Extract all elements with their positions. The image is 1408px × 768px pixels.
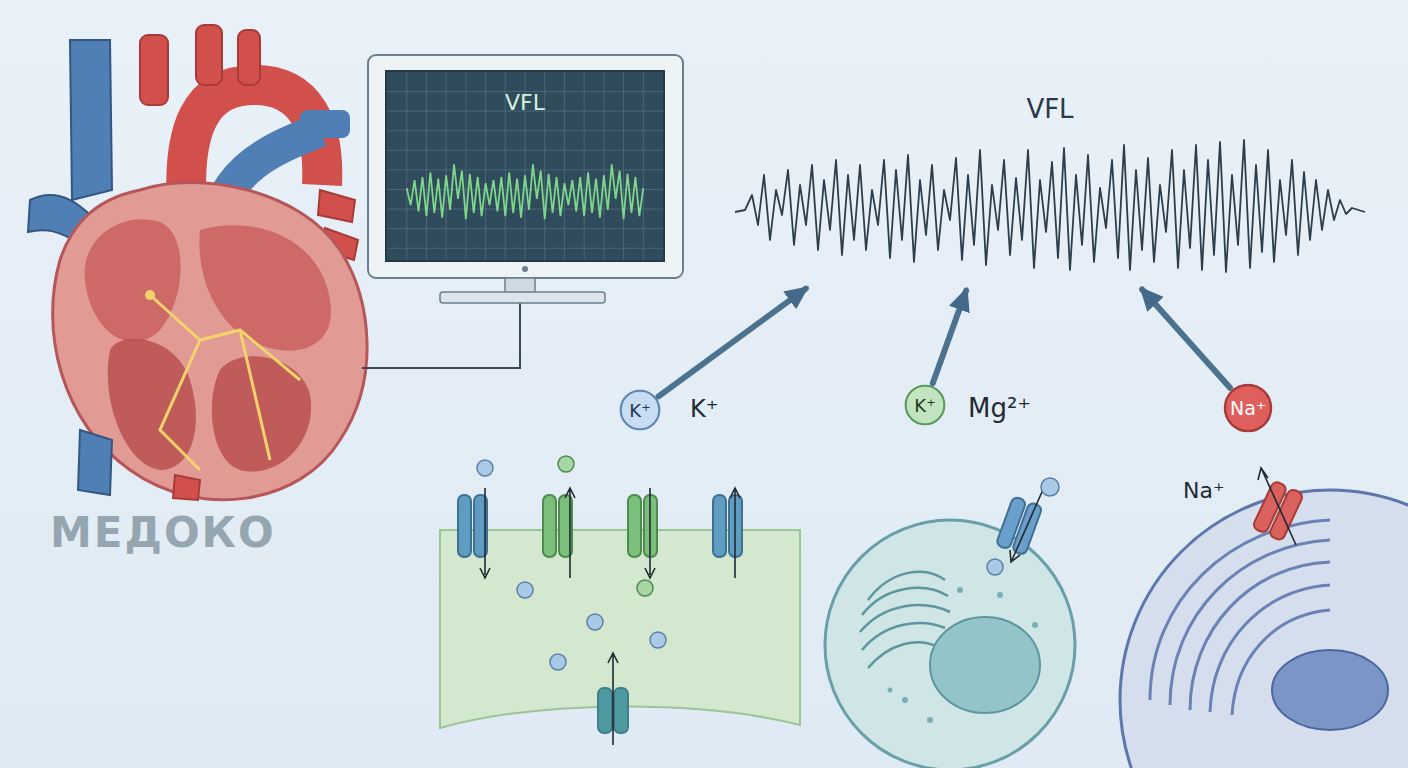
ion-circle: Na⁺ <box>1223 383 1273 433</box>
node-text: VFL <box>1026 94 1073 124</box>
ion-label: Mg²⁺ <box>968 393 1031 423</box>
ecg-waveform <box>735 140 1365 272</box>
heart-illustration <box>28 25 367 500</box>
node-text: K⁺ <box>629 400 650 421</box>
cable <box>362 303 520 368</box>
monitor <box>368 55 683 303</box>
watermark: МЕДОКО <box>50 508 276 557</box>
arrow-connector <box>933 291 966 384</box>
node-text: VFL <box>505 90 545 115</box>
node-text: K⁺ <box>914 395 935 416</box>
arrow-connector <box>659 289 806 397</box>
waveform-band: VFL <box>735 88 1365 285</box>
node-text: Na⁺ <box>1230 397 1266 419</box>
membrane-illustration <box>440 456 800 745</box>
cell-illustration <box>825 478 1075 768</box>
ion-circle: K⁺ <box>619 389 661 431</box>
ion-label: K⁺ <box>690 395 718 423</box>
cell-illustration <box>1120 468 1408 768</box>
ion-label: Na⁺ <box>1183 478 1225 503</box>
ion-circle: K⁺ <box>904 384 946 426</box>
monitor-screen: VFL <box>385 70 665 262</box>
arrow-connector <box>1142 289 1230 387</box>
